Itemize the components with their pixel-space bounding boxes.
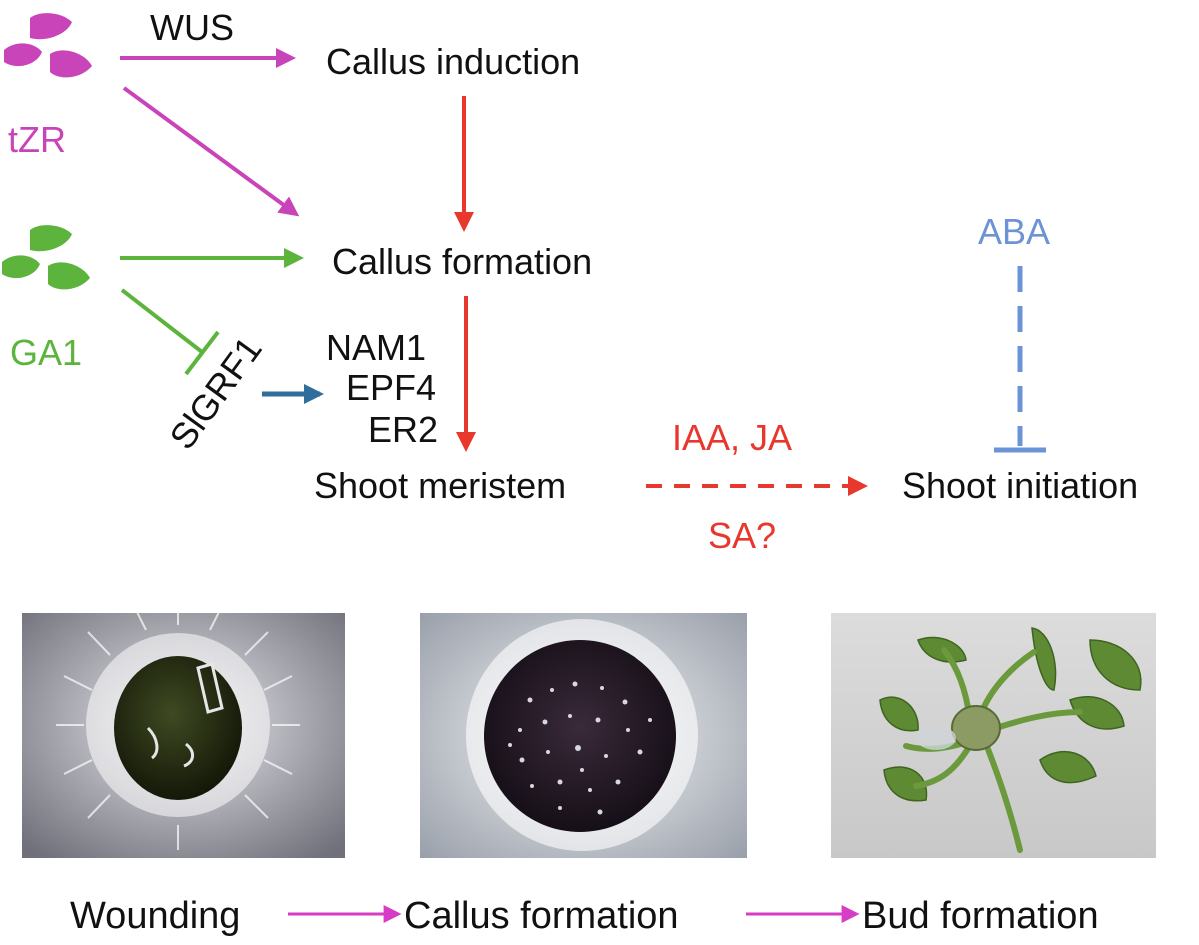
shoot-meristem-label: Shoot meristem xyxy=(314,465,566,506)
aba-label: ABA xyxy=(978,211,1050,252)
iaa-ja-label: IAA, JA xyxy=(672,417,792,458)
callus-induction-label: Callus induction xyxy=(326,41,580,82)
er2-label: ER2 xyxy=(368,409,438,450)
step-callus-formation-label: Callus formation xyxy=(404,895,679,937)
bud-photo xyxy=(831,613,1156,858)
tzr-to-callus-formation-arrow xyxy=(122,86,300,217)
wounded-explant-photo xyxy=(22,613,345,858)
shoot-initiation-label: Shoot initiation xyxy=(902,465,1138,506)
ga1-label: GA1 xyxy=(10,332,82,373)
step-wounding-label: Wounding xyxy=(70,895,240,937)
nam1-label: NAM1 xyxy=(326,327,426,368)
leaf-cluster-icon xyxy=(2,225,90,290)
tzr-label: tZR xyxy=(8,119,66,160)
callus-photo xyxy=(420,613,747,858)
wus-label: WUS xyxy=(150,7,234,48)
callus-formation-label: Callus formation xyxy=(332,241,592,282)
epf4-label: EPF4 xyxy=(346,367,436,408)
leaf-cluster-icon xyxy=(4,13,92,78)
step-bud-formation-label: Bud formation xyxy=(862,895,1099,937)
slgrf1-label: SlGRF1 xyxy=(161,329,269,457)
sa-label: SA? xyxy=(708,515,776,556)
ga1-inhibits-slgrf1-line xyxy=(120,288,204,354)
ga1-inhibition-bar xyxy=(184,330,220,376)
